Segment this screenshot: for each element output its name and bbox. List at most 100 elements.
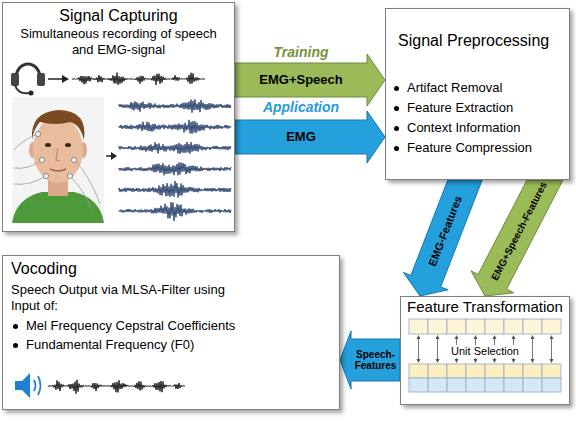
emg-channel bbox=[119, 202, 231, 221]
emg-waveforms bbox=[119, 99, 231, 220]
bullet-dot bbox=[394, 146, 399, 151]
feature-cell bbox=[447, 364, 466, 378]
ear-cup bbox=[11, 73, 19, 86]
feature-cell bbox=[504, 364, 523, 378]
emg-channel bbox=[119, 99, 231, 112]
bullet-item: Artifact Removal bbox=[407, 80, 502, 96]
feature-cell bbox=[466, 319, 485, 334]
electrode bbox=[71, 157, 76, 162]
feature-cell bbox=[504, 319, 523, 334]
eye bbox=[65, 143, 71, 147]
arrow-label: EMG-Features bbox=[426, 194, 464, 268]
face bbox=[33, 117, 83, 183]
microphone bbox=[29, 91, 34, 96]
bullet-dot bbox=[13, 343, 18, 348]
feature-cell bbox=[485, 378, 504, 392]
grid-label: Unit Selection bbox=[448, 345, 522, 358]
match-head bbox=[436, 335, 440, 339]
feature-row bbox=[409, 378, 561, 392]
arrow-label: EMG+Speech-Features bbox=[489, 180, 549, 282]
wire bbox=[70, 176, 92, 210]
feature-cell bbox=[466, 364, 485, 378]
box-title: Signal Capturing bbox=[3, 6, 234, 25]
mouth bbox=[50, 169, 66, 171]
block-arrow bbox=[403, 180, 482, 296]
match-head bbox=[436, 359, 440, 363]
bullet-row: Feature Compression bbox=[394, 140, 565, 156]
match-head bbox=[512, 359, 516, 363]
arrow-label: EMG bbox=[286, 130, 316, 144]
match-arrows bbox=[417, 335, 554, 363]
match-line bbox=[418, 338, 419, 360]
output-waveform bbox=[48, 380, 185, 394]
match-head bbox=[512, 335, 516, 339]
phase-label: Training bbox=[274, 44, 329, 60]
small-arrow bbox=[48, 75, 69, 83]
feature-cell bbox=[504, 378, 523, 392]
block-arrow bbox=[235, 111, 385, 163]
bullet-row: Fundamental Frequency (F0) bbox=[13, 337, 335, 353]
electrode bbox=[43, 173, 48, 178]
match-head bbox=[550, 335, 554, 339]
transformation-box: Feature TransformationUnit Selection bbox=[400, 296, 570, 405]
wire bbox=[14, 176, 46, 184]
bullet-dot bbox=[394, 106, 399, 111]
wire bbox=[14, 134, 38, 150]
hair bbox=[32, 110, 85, 140]
bullet-item: Context Information bbox=[407, 120, 520, 136]
speaker-icon bbox=[15, 373, 41, 398]
electrodes bbox=[35, 131, 76, 178]
bullet-item: Fundamental Frequency (F0) bbox=[26, 337, 194, 353]
feature-cell bbox=[447, 378, 466, 392]
match-head bbox=[455, 359, 459, 363]
small-arrow bbox=[106, 152, 117, 160]
wire bbox=[14, 160, 42, 168]
box-text: Speech Output via MLSA-Filter using Inpu… bbox=[11, 282, 256, 314]
speech-waveform bbox=[72, 73, 205, 85]
bullet-item: Feature Extraction bbox=[407, 100, 513, 116]
feature-cell bbox=[409, 364, 428, 378]
feature-cell bbox=[447, 319, 466, 334]
bullet-row: Feature Extraction bbox=[394, 100, 565, 116]
bullet-dot bbox=[394, 126, 399, 131]
feature-cell bbox=[428, 378, 447, 392]
feature-cell bbox=[409, 319, 428, 334]
phase-label: Application bbox=[263, 99, 339, 115]
bullet-item: Feature Compression bbox=[407, 140, 532, 156]
unit-selection-grid bbox=[409, 319, 561, 392]
feature-cell bbox=[523, 378, 542, 392]
match-head bbox=[417, 359, 421, 363]
mic-boom bbox=[15, 85, 30, 93]
bullet-row: Mel Frequency Cepstral Coefficients bbox=[13, 318, 335, 334]
arrow-line bbox=[106, 155, 111, 157]
match-line bbox=[532, 338, 533, 360]
match-head bbox=[531, 335, 535, 339]
wire bbox=[74, 160, 100, 204]
match-head bbox=[474, 359, 478, 363]
match-head bbox=[531, 359, 535, 363]
sound-wave bbox=[34, 380, 36, 391]
nose bbox=[56, 148, 60, 161]
feature-cell bbox=[542, 364, 561, 378]
feature-row bbox=[409, 364, 561, 378]
emg-channel bbox=[119, 120, 231, 134]
match-head bbox=[455, 335, 459, 339]
match-head bbox=[474, 335, 478, 339]
feature-cell bbox=[485, 319, 504, 334]
feature-cell bbox=[466, 378, 485, 392]
feature-cell bbox=[428, 364, 447, 378]
arrow-label: Speech-Features bbox=[353, 349, 399, 371]
vocoding-box: VocodingSpeech Output via MLSA-Filter us… bbox=[2, 255, 340, 410]
block-arrow bbox=[471, 180, 563, 296]
ear-cup bbox=[37, 73, 45, 86]
box-text: Simultaneous recording of speech and EMG… bbox=[9, 26, 228, 58]
photo-ground bbox=[12, 97, 104, 223]
arrow-head bbox=[62, 75, 69, 83]
match-head bbox=[493, 335, 497, 339]
bullet-dot bbox=[13, 324, 18, 329]
electrode bbox=[67, 173, 72, 178]
block-arrow bbox=[340, 331, 400, 389]
headset-icon bbox=[11, 64, 45, 96]
feature-cell bbox=[409, 378, 428, 392]
arrow-line bbox=[48, 78, 62, 80]
